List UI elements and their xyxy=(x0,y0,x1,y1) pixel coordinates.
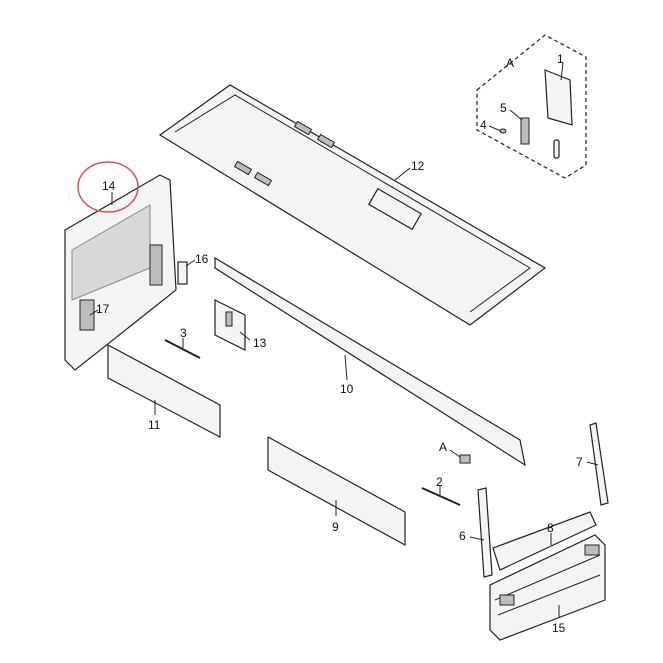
label-1: 1 xyxy=(557,52,564,66)
part-10-side-trim[interactable] xyxy=(214,256,526,467)
label-a-ref: A xyxy=(439,440,447,454)
part-15-front-grille[interactable] xyxy=(489,534,606,641)
part-14-rear-panel[interactable] xyxy=(64,174,177,371)
part-5-latch[interactable] xyxy=(520,117,530,145)
label-16: 16 xyxy=(195,252,209,266)
label-17: 17 xyxy=(96,302,110,316)
part-8-visor[interactable] xyxy=(492,511,597,571)
label-15: 15 xyxy=(552,621,566,635)
label-5: 5 xyxy=(500,101,507,115)
part-2-strip[interactable] xyxy=(421,487,461,506)
highlight-circle xyxy=(77,161,139,213)
part-a-reference[interactable] xyxy=(459,454,471,464)
label-8: 8 xyxy=(547,521,554,535)
part-1-bracket[interactable] xyxy=(544,69,573,126)
part-handle[interactable] xyxy=(553,139,560,159)
part-6-pillar-trim[interactable] xyxy=(477,487,493,578)
label-9: 9 xyxy=(332,520,339,534)
inset-dashed-border xyxy=(476,34,587,179)
part-9-panel[interactable] xyxy=(267,435,406,547)
inset-a xyxy=(476,34,587,179)
part-16-bracket[interactable] xyxy=(177,261,188,285)
label-10: 10 xyxy=(340,382,354,396)
label-6: 6 xyxy=(459,529,466,543)
part-7-pillar-trim[interactable] xyxy=(589,422,609,506)
label-4: 4 xyxy=(480,118,487,132)
label-12: 12 xyxy=(411,159,425,173)
label-11: 11 xyxy=(148,418,161,432)
label-7: 7 xyxy=(576,455,583,469)
label-14: 14 xyxy=(102,179,116,193)
part-3-strip[interactable] xyxy=(164,339,201,359)
part-11-panel[interactable] xyxy=(107,343,221,438)
label-13: 13 xyxy=(253,336,267,350)
label-2: 2 xyxy=(436,475,443,489)
label-3: 3 xyxy=(180,326,187,340)
part-12-roof[interactable] xyxy=(158,84,547,326)
label-a-inset: A xyxy=(506,56,514,70)
